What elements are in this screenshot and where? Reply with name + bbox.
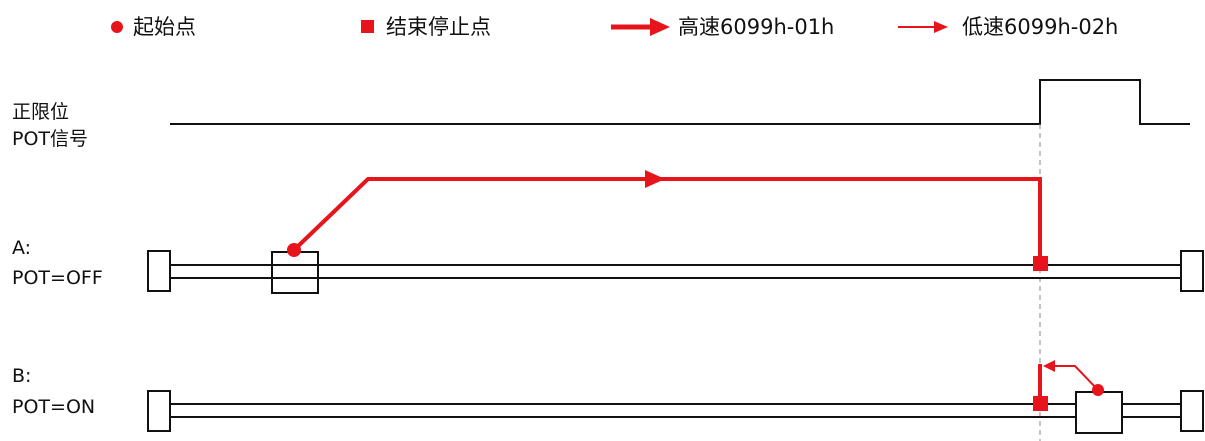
pot-signal-waveform: [170, 79, 1190, 125]
case-a-high-speed-path: [292, 177, 1042, 263]
signal-label-line2: POT信号: [12, 128, 88, 150]
case-b-section: B: POT=ON: [12, 360, 1204, 434]
case-b-right-end-stop: [1180, 390, 1204, 432]
signal-label-line1: 正限位: [12, 101, 69, 123]
case-a-carriage: [271, 251, 319, 294]
legend-start-point-icon: [111, 21, 123, 33]
case-a-start-point: [287, 243, 301, 257]
legend: 起始点 结束停止点 高速6099h-01h 低速6099h-02h: [111, 15, 1118, 39]
pot-signal-section: 正限位 POT信号: [12, 79, 1190, 150]
legend-high-speed-arrow-icon: [611, 18, 670, 36]
case-a-label-line1: A:: [12, 237, 31, 259]
case-a-section: A: POT=OFF: [12, 170, 1204, 294]
legend-stop-point-icon: [361, 20, 374, 33]
case-b-low-speed-path: [1050, 365, 1099, 391]
case-a-right-end-stop: [1180, 250, 1204, 292]
legend-stop-point-label: 结束停止点: [386, 15, 491, 39]
case-a-label-line2: POT=OFF: [12, 267, 103, 289]
case-b-low-speed-arrow-icon: [1043, 360, 1055, 372]
case-b-carriage: [1075, 391, 1123, 434]
case-a-left-end-stop: [147, 250, 171, 292]
case-a-direction-arrow-icon: [645, 170, 665, 188]
case-b-start-point: [1092, 384, 1104, 396]
legend-low-speed-label: 低速6099h-02h: [962, 15, 1118, 39]
case-b-stop-point: [1033, 396, 1048, 411]
legend-start-point-label: 起始点: [133, 15, 196, 39]
case-a-stop-point: [1033, 256, 1048, 271]
case-b-label-line2: POT=ON: [12, 396, 95, 418]
case-b-left-end-stop: [147, 390, 171, 432]
legend-high-speed-label: 高速6099h-01h: [678, 15, 834, 39]
legend-low-speed-arrow-icon: [898, 21, 948, 33]
case-b-label-line1: B:: [12, 365, 31, 387]
